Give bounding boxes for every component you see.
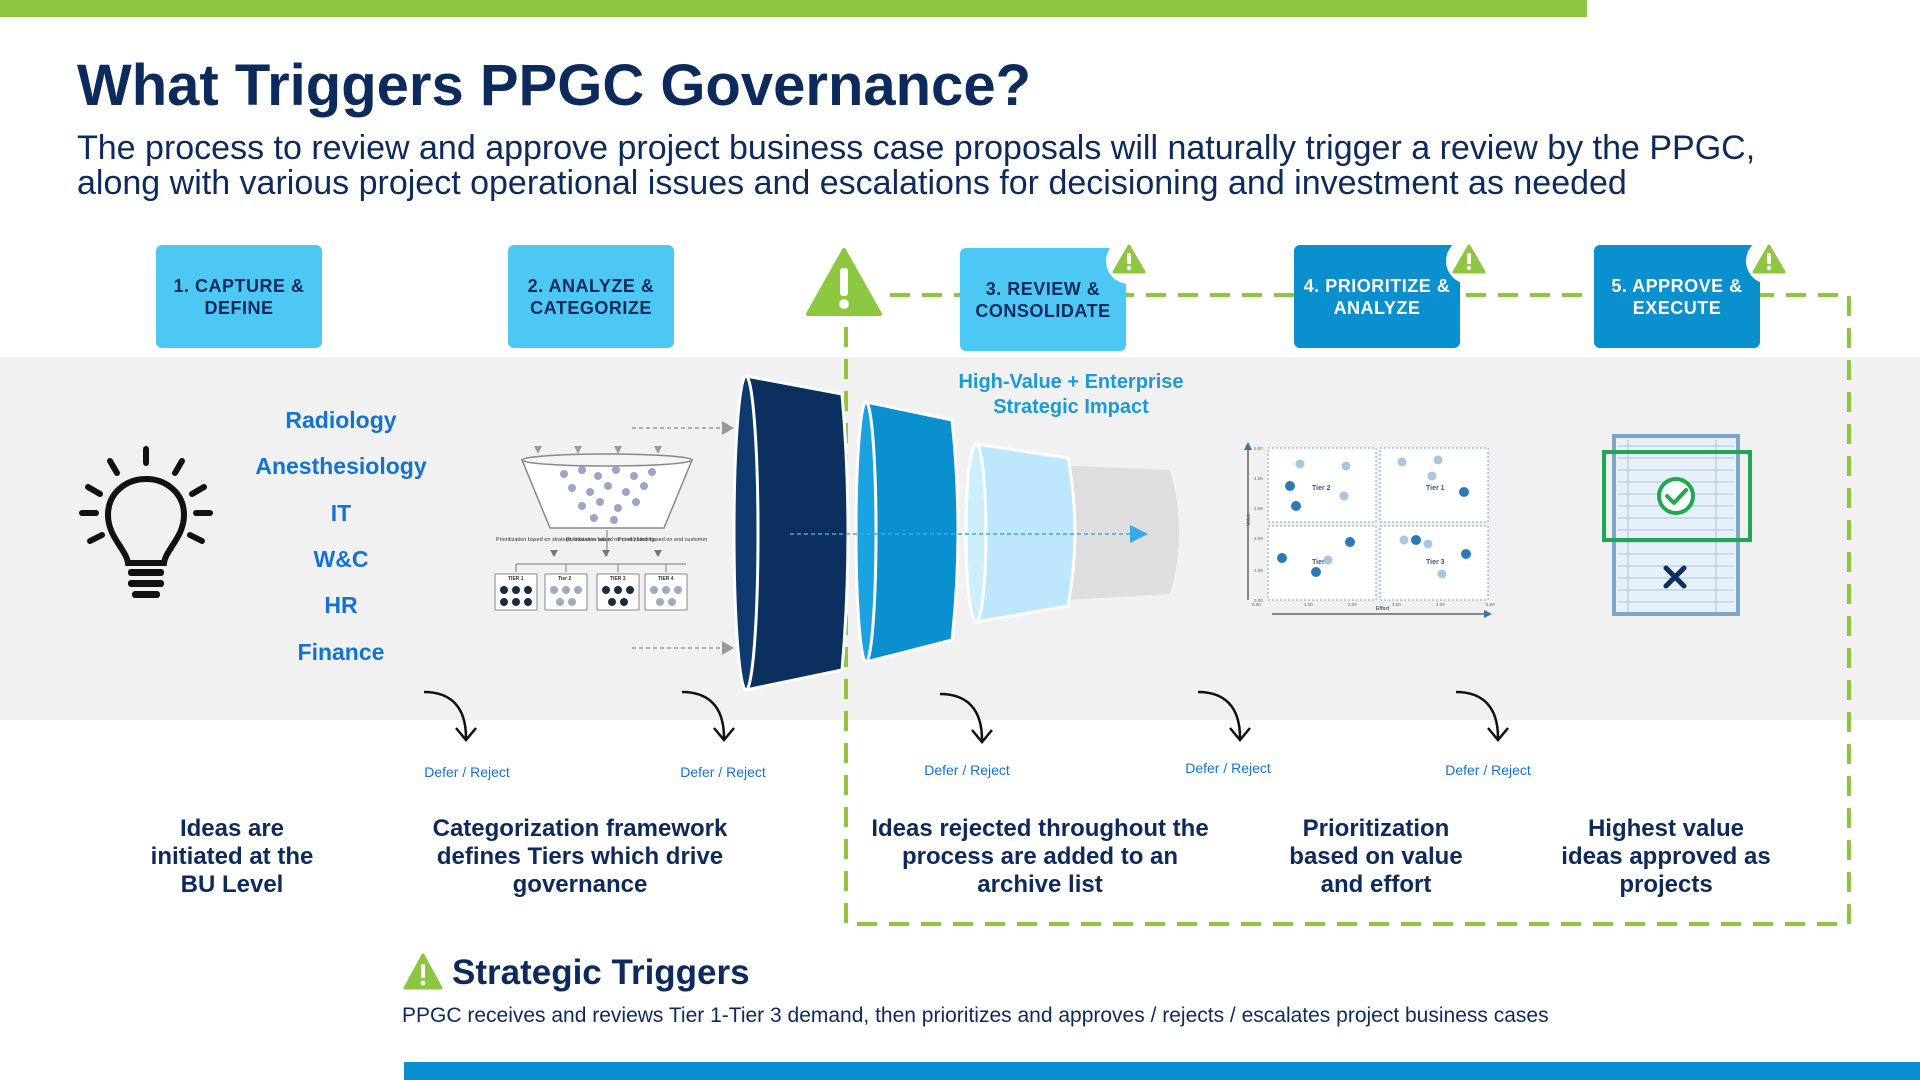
tier-note-3: Prioritization based on end customer (618, 537, 707, 543)
warning-icon-step3 (1106, 238, 1152, 284)
dept-finance: Finance (297, 639, 385, 665)
quadrant-tier4: Tier 4 (1312, 559, 1331, 566)
defer-arrow-1 (423, 690, 477, 742)
tier-sorting-diagram: Prioritization based on strategic busine… (494, 446, 707, 611)
dept-hr: HR (324, 592, 358, 618)
input-arrows (632, 421, 734, 655)
page-subtitle: The process to review and approve projec… (77, 129, 1756, 202)
page-title: What Triggers PPGC Governance? (77, 53, 1031, 118)
quadrant-tier1: Tier 1 (1426, 485, 1445, 492)
xtick-4: 4.00 (1436, 602, 1445, 607)
quadrant-tier3: Tier 3 (1426, 559, 1445, 566)
tier-1-label: TIER 1 (508, 576, 524, 582)
dept-it: IT (330, 500, 352, 526)
step-analyze-categorize: 2. ANALYZE & CATEGORIZE (508, 245, 674, 348)
ytick-1: 1.00 (1254, 568, 1263, 573)
quadrant-tier2: Tier 2 (1312, 485, 1331, 492)
caption-archive: Ideas rejected throughout the process ar… (871, 815, 1209, 898)
caption-prioritize: Prioritization based on value and effort (1289, 815, 1463, 898)
funnel-graphic (732, 374, 1179, 692)
ytick-4: 4.00 (1254, 476, 1263, 481)
dept-anesthesiology: Anesthesiology (255, 453, 427, 479)
defer-arrow-4 (1197, 690, 1251, 742)
step-approve-execute: 5. APPROVE & EXECUTE (1594, 245, 1760, 348)
defer-label-4: Defer / Reject (1185, 760, 1271, 776)
defer-arrow-2 (681, 690, 735, 742)
dept-radiology: Radiology (285, 407, 397, 433)
tier-note-1: Prioritization based on strategic busine… (496, 537, 611, 543)
xtick-1: 1.00 (1304, 602, 1313, 607)
strategic-triggers-description: PPGC receives and reviews Tier 1-Tier 3 … (402, 1004, 1549, 1027)
warning-icon-step4 (1446, 238, 1492, 284)
high-value-label: High-Value + Enterprise Strategic Impact (958, 371, 1184, 418)
step-capture-define: 1. CAPTURE & DEFINE (156, 245, 322, 348)
xtick-0: 0.00 (1252, 602, 1261, 607)
dept-wc: W&C (313, 546, 369, 572)
ytick-2: 2.00 (1254, 536, 1263, 541)
quadrant-ylabel: Value (1246, 513, 1252, 526)
ytick-3: 3.00 (1254, 506, 1263, 511)
xtick-3: 3.00 (1392, 602, 1401, 607)
step-prioritize-analyze: 4. PRIORITIZE & ANALYZE (1294, 245, 1460, 348)
warning-icon-strategic (403, 953, 443, 990)
strategic-triggers-title: Strategic Triggers (452, 953, 750, 992)
defer-label-1: Defer / Reject (424, 764, 510, 780)
tier-note-2: Prioritization based on cost / funding (566, 537, 655, 543)
warning-icon-large (806, 248, 882, 316)
quadrant-xlabel: Effort (1376, 606, 1390, 612)
xtick-2: 2.00 (1348, 602, 1357, 607)
approved-document-icon (1602, 434, 1752, 616)
tier-4-label: TIER 4 (658, 576, 674, 582)
warning-icon-step5 (1746, 238, 1792, 284)
xtick-5: 5.00 (1486, 602, 1495, 607)
defer-label-3: Defer / Reject (924, 762, 1010, 778)
bottom-accent-bar (404, 1062, 1920, 1080)
quadrant-chart: Tier 2 Tier 1 Tier 4 Tier 3 Value Effort… (1244, 442, 1495, 618)
caption-categorize: Categorization framework defines Tiers w… (432, 815, 728, 898)
ytick-5: 5.00 (1254, 446, 1263, 451)
defer-label-2: Defer / Reject (680, 764, 766, 780)
tier-3-label: TIER 3 (610, 576, 626, 582)
caption-approve: Highest value ideas approved as projects (1561, 815, 1771, 898)
top-accent-bar (0, 0, 1587, 17)
lightbulb-icon (79, 446, 213, 598)
defer-label-5: Defer / Reject (1445, 762, 1531, 778)
defer-arrow-5 (1455, 690, 1509, 742)
caption-capture: Ideas are initiated at the BU Level (150, 815, 314, 898)
defer-arrow-3 (939, 692, 993, 744)
ytick-0: 0.00 (1254, 598, 1263, 603)
tier-2-label: Tier 2 (558, 576, 571, 582)
step-review-consolidate: 3. REVIEW & CONSOLIDATE (960, 248, 1126, 351)
